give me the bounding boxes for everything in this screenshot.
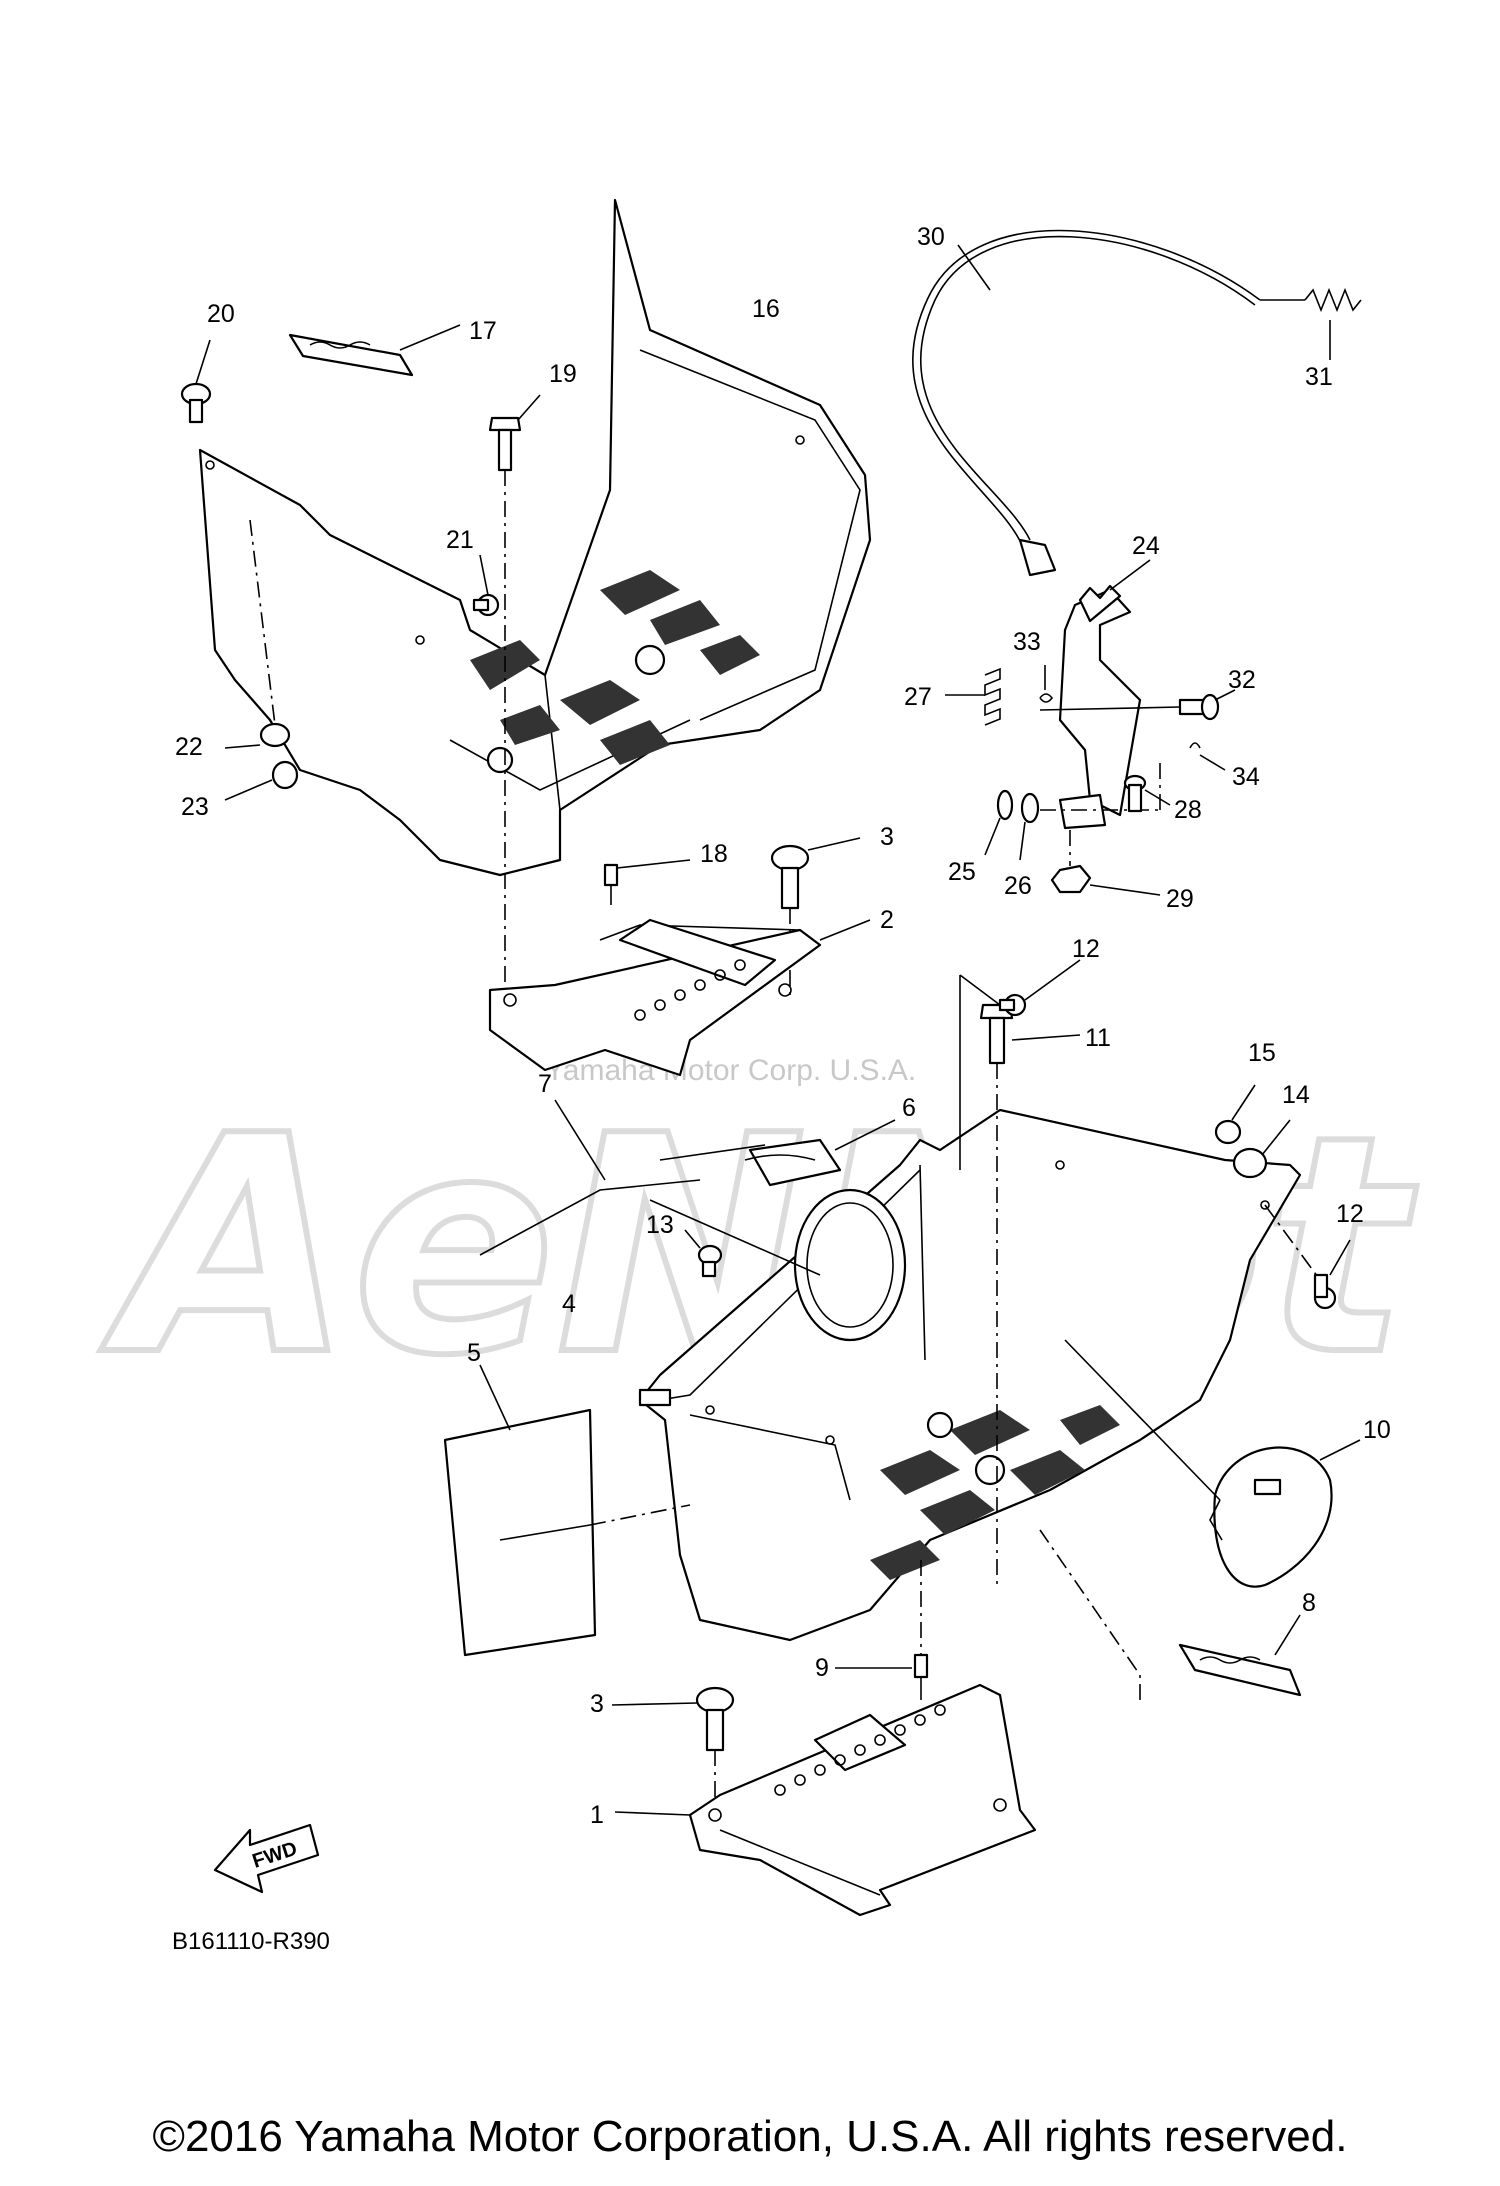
callout-11: 11 — [1085, 1024, 1111, 1052]
callout-28: 28 — [1174, 796, 1202, 824]
cap-10 — [1064, 1339, 1361, 1588]
bolt-3-lower — [611, 1686, 735, 1810]
callout-14: 14 — [1282, 1081, 1310, 1109]
footrest-8 — [1039, 1529, 1302, 1700]
callout-24: 24 — [1132, 532, 1160, 560]
decal-5 — [443, 1364, 691, 1657]
grommet-22 — [224, 519, 291, 749]
callout-1: 1 — [590, 1801, 604, 1829]
fwd-arrow-icon: FWD — [213, 1823, 320, 1894]
right-footwell-mesh — [870, 1405, 1120, 1580]
rivet-9 — [835, 1560, 929, 1700]
bracket-1 — [614, 1683, 1037, 1917]
spring-31 — [1260, 287, 1362, 360]
callout-4: 4 — [562, 1290, 576, 1318]
callout-29: 29 — [1166, 885, 1194, 913]
bolt-11 — [979, 1003, 1081, 1590]
callout-17: 17 — [469, 317, 497, 345]
callout-32: 32 — [1228, 666, 1256, 694]
callout-16: 16 — [752, 295, 780, 323]
callout-6: 6 — [902, 1094, 916, 1122]
callout-30: 30 — [917, 223, 945, 251]
decal-6 — [744, 1119, 896, 1187]
callout-21: 21 — [446, 526, 474, 554]
copyright-notice: ©2016 Yamaha Motor Corporation, U.S.A. A… — [152, 2112, 1348, 2161]
callout-13: 13 — [646, 1211, 674, 1239]
callout-34: 34 — [1232, 763, 1260, 791]
callout-26: 26 — [1004, 872, 1032, 900]
bolt-3-upper — [770, 837, 861, 1000]
callout-5: 5 — [467, 1339, 481, 1367]
callout-19: 19 — [549, 360, 577, 388]
drawing-code: B161110-R390 — [172, 1928, 330, 1955]
watermark-text: Yamaha Motor Corp. U.S.A. — [545, 1054, 916, 1087]
cotter-pin-34 — [1189, 742, 1226, 771]
callout-2: 2 — [880, 906, 894, 934]
callout-8: 8 — [1302, 1589, 1316, 1617]
screw-12-upper — [959, 959, 1081, 1170]
clip-33 — [1039, 665, 1054, 703]
decal-7 — [479, 1099, 821, 1276]
screw-12-lower — [1264, 1204, 1351, 1310]
nut-29 — [1050, 830, 1161, 896]
bolt-21 — [472, 554, 500, 617]
callout-12-upper: 12 — [1072, 935, 1100, 963]
washer-26 — [1019, 792, 1040, 861]
callout-23: 23 — [181, 793, 209, 821]
callout-27: 27 — [904, 683, 932, 711]
brake-cable-30 — [912, 229, 1261, 577]
callout-12-lower: 12 — [1336, 1200, 1364, 1228]
callout-10: 10 — [1363, 1416, 1391, 1444]
callout-31: 31 — [1305, 363, 1333, 391]
callout-15: 15 — [1248, 1039, 1276, 1067]
brake-pedal-24 — [1058, 559, 1151, 817]
callout-9: 9 — [815, 1654, 829, 1682]
bolt-20 — [180, 339, 212, 424]
callout-3-lower: 3 — [590, 1690, 604, 1718]
pin-32 — [1039, 689, 1236, 721]
footrest-17 — [288, 324, 461, 377]
bracket-2-holes — [503, 959, 792, 1021]
bracket-2 — [488, 918, 871, 1077]
callout-7: 7 — [538, 1070, 552, 1098]
bolt-28 — [1123, 774, 1171, 813]
washer-25 — [984, 789, 1014, 856]
callout-3-upper: 3 — [880, 823, 894, 851]
rivet-18 — [603, 859, 691, 905]
callout-22: 22 — [175, 733, 203, 761]
callout-18: 18 — [700, 840, 728, 868]
grommet-14 — [1232, 1119, 1291, 1179]
callout-33: 33 — [1013, 628, 1041, 656]
right-footwell-4 — [638, 1108, 1302, 1642]
nut-23 — [224, 760, 299, 801]
callout-25: 25 — [948, 858, 976, 886]
bolt-19 — [488, 394, 541, 1025]
screw-13 — [684, 1229, 723, 1278]
spring-27 — [945, 667, 1001, 726]
nut-15 — [1214, 1084, 1256, 1145]
callout-20: 20 — [207, 300, 235, 328]
bracket-1-holes — [708, 1704, 1007, 1822]
callout-labels: 1 2 3 3 4 5 6 7 8 9 10 11 12 12 13 14 15… — [175, 223, 1391, 1829]
